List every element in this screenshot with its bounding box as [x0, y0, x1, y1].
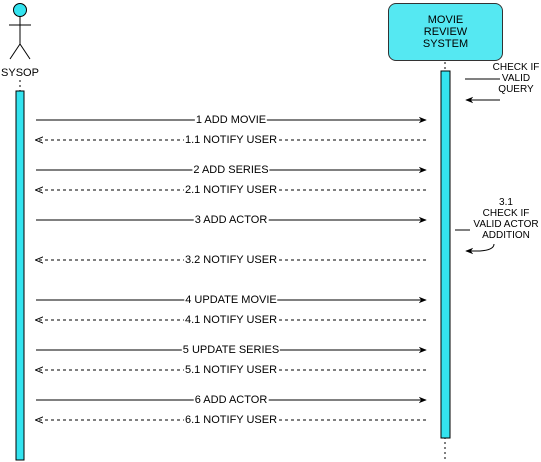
actor-leg-right: [19, 43, 31, 60]
note1-line-3: QUERY: [498, 84, 534, 95]
actor-head: [13, 3, 27, 17]
actor-name: SYSOP: [1, 67, 39, 79]
system-title-line-3: SYSTEM: [422, 38, 469, 50]
note2-line-2: CHECK IF: [482, 208, 530, 219]
actor-activation-bar: [15, 90, 25, 461]
note1-line-2: VALID: [501, 73, 531, 84]
system-activation-bar: [440, 70, 451, 439]
system-participant-box: MOVIE REVIEW SYSTEM: [388, 3, 503, 61]
note2-line-1: 3.1: [499, 197, 513, 208]
self-check-arrow-2: [455, 229, 495, 251]
system-title-line-2: REVIEW: [423, 26, 468, 38]
self-check-note-2: 3.1 CHECK IF VALID ACTOR ADDITION: [468, 197, 541, 241]
message-label-9: 5 UPDATE SERIES: [181, 344, 281, 356]
actor-leg-left: [9, 43, 21, 60]
message-label-2: 1.1 NOTIFY USER: [183, 134, 279, 146]
note2-line-4: ADDITION: [482, 230, 530, 241]
message-label-7: 4 UPDATE MOVIE: [184, 294, 278, 306]
self-check-note-1: CHECK IF VALID QUERY: [488, 62, 541, 95]
self-check-arrow-1: [465, 78, 500, 100]
message-label-3: 2 ADD SERIES: [192, 164, 270, 176]
note1-line-1: CHECK IF: [492, 62, 540, 73]
note2-line-3: VALID ACTOR: [473, 219, 539, 230]
message-label-10: 5.1 NOTIFY USER: [183, 364, 279, 376]
message-label-5: 3 ADD ACTOR: [193, 214, 269, 226]
message-label-6: 3.2 NOTIFY USER: [183, 254, 279, 266]
actor-figure: [9, 3, 31, 60]
system-title-line-1: MOVIE: [427, 14, 464, 26]
message-label-12: 6.1 NOTIFY USER: [183, 414, 279, 426]
message-label-4: 2.1 NOTIFY USER: [183, 184, 279, 196]
message-label-8: 4.1 NOTIFY USER: [183, 314, 279, 326]
message-label-11: 6 ADD ACTOR: [193, 394, 269, 406]
message-label-1: 1 ADD MOVIE: [194, 114, 268, 126]
